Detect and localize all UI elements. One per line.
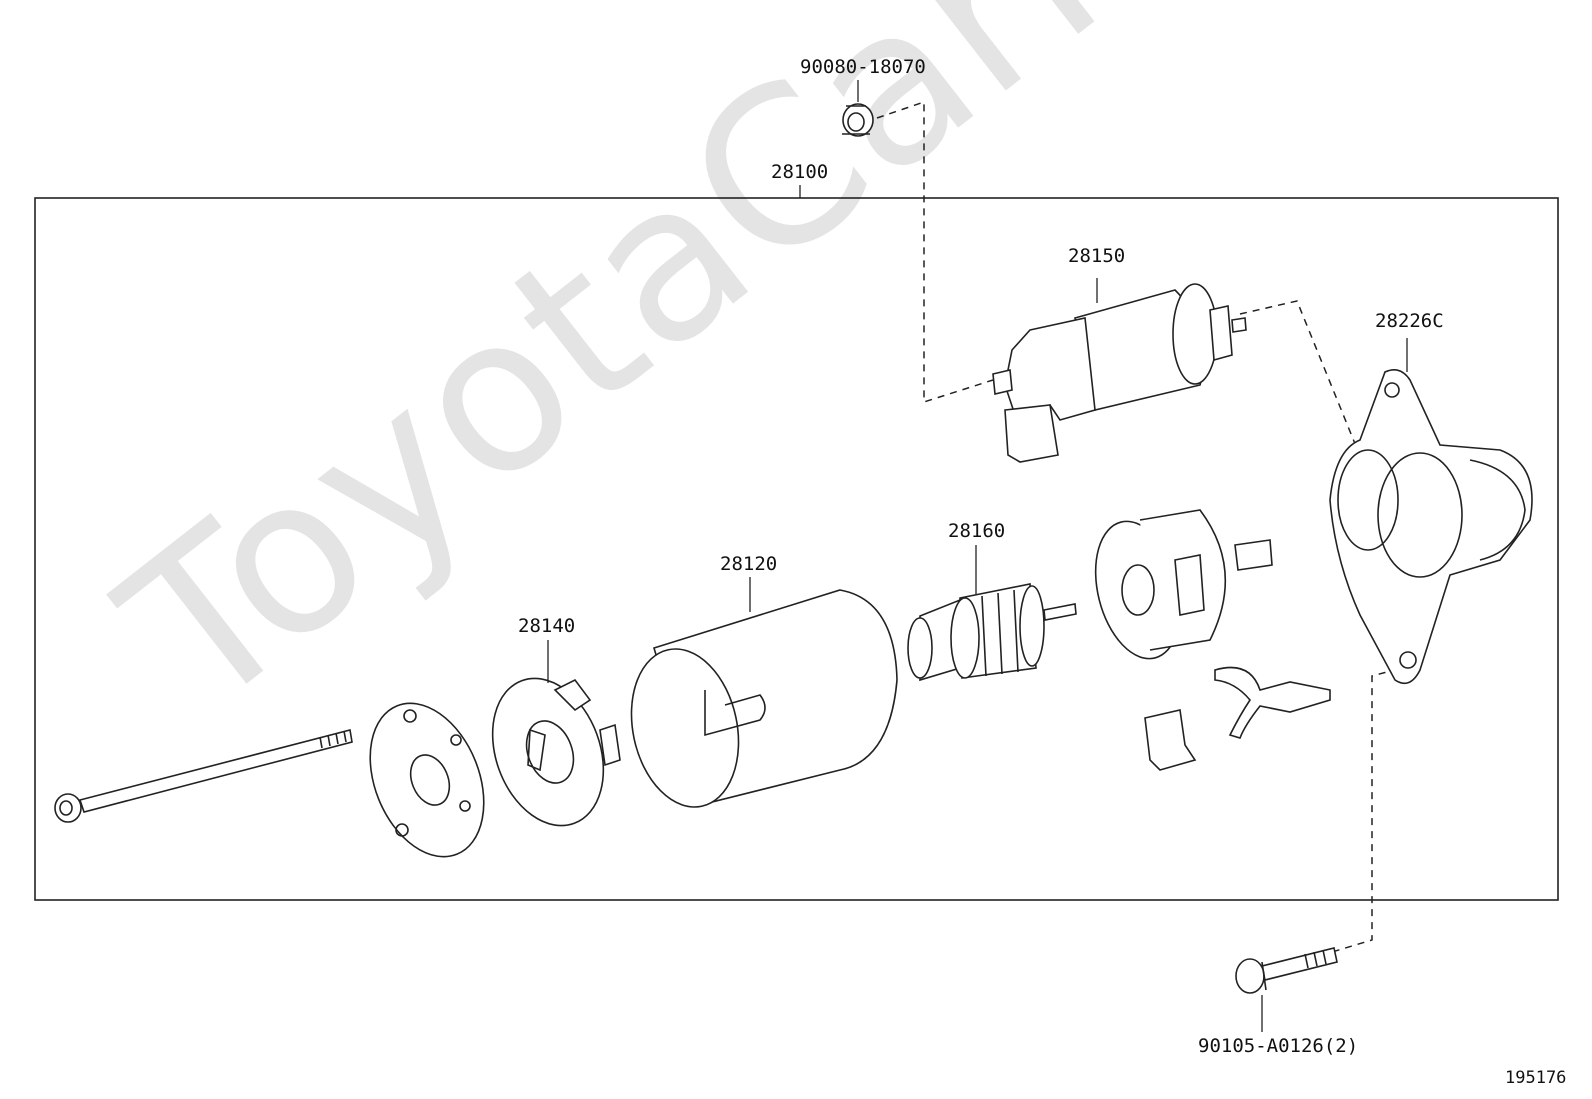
label-starter-assembly: 28100	[771, 161, 829, 183]
drive-housing-part[interactable]	[1329, 369, 1533, 685]
diagram-number: 195176	[1505, 1068, 1567, 1088]
armature-part[interactable]	[907, 583, 1077, 682]
nut-connector-line	[876, 100, 994, 404]
mounting-bolt-part[interactable]	[1235, 947, 1338, 994]
assembly-boundary-box	[34, 197, 1559, 901]
label-brush-holder: 28140	[518, 615, 576, 637]
nut-part[interactable]	[842, 103, 874, 137]
drive-lever-part[interactable]	[1144, 666, 1331, 771]
solenoid-housing-connector-line	[1239, 300, 1445, 521]
bolt-connector-line	[1331, 668, 1399, 953]
label-nut-part-number: 90080-18070	[800, 56, 926, 78]
label-bolt-part-number: 90105-A0126(2)	[1198, 1035, 1359, 1057]
clutch-assembly-part[interactable]	[1082, 509, 1273, 668]
label-solenoid: 28150	[1068, 245, 1126, 267]
through-bolt-part[interactable]	[54, 729, 353, 823]
yoke-part[interactable]	[618, 589, 898, 817]
solenoid-part[interactable]	[992, 283, 1247, 463]
label-drive-housing: 28226C	[1375, 310, 1444, 332]
end-cover-plate-part[interactable]	[349, 686, 505, 873]
label-yoke: 28120	[720, 553, 778, 575]
label-armature: 28160	[948, 520, 1006, 542]
brush-holder-part[interactable]	[473, 663, 623, 841]
